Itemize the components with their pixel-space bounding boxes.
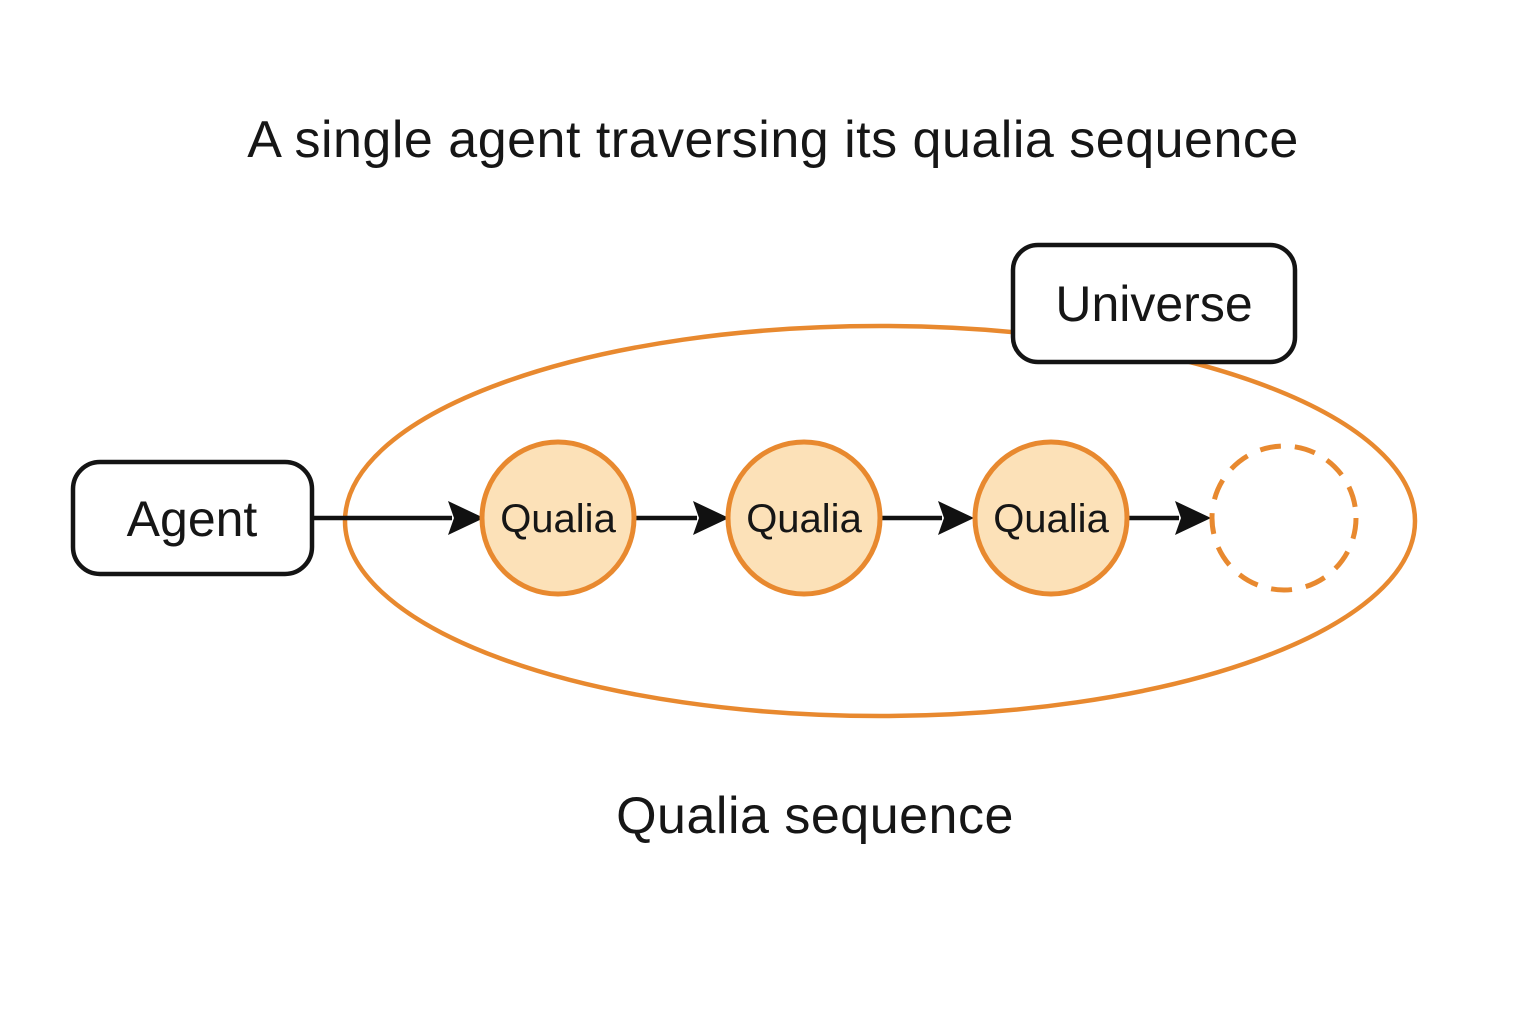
arrow-head-icon <box>693 501 729 535</box>
qualia-label-3: Qualia <box>993 497 1109 541</box>
qualia-node-3: Qualia <box>972 439 1130 597</box>
agent-box <box>70 459 315 577</box>
arrow-qualia-1-to-qualia-2 <box>634 501 729 535</box>
qualia-node-1: Qualia <box>479 439 637 597</box>
arrow-head-icon <box>938 501 974 535</box>
arrow-agent-to-qualia-1 <box>312 501 484 535</box>
qualia-label-1: Qualia <box>500 497 616 541</box>
arrow-head-icon <box>448 501 484 535</box>
qualia-circle-3 <box>972 439 1130 597</box>
future-qualia-placeholder-circle <box>1209 443 1359 593</box>
agent-node: Agent <box>70 459 315 577</box>
universe-box <box>1010 242 1298 365</box>
qualia-circle-2 <box>725 439 883 597</box>
qualia-node-2: Qualia <box>725 439 883 597</box>
qualia-label-2: Qualia <box>746 497 862 541</box>
universe-boundary-ellipse <box>342 323 1418 719</box>
arrow-head-icon <box>1175 501 1211 535</box>
universe-node: Universe <box>1010 242 1298 365</box>
diagram-title: A single agent traversing its qualia seq… <box>247 111 1299 169</box>
arrow-qualia-3-to-placeholder <box>1127 501 1211 535</box>
universe-label: Universe <box>1055 276 1252 332</box>
qualia-sequence-caption: Qualia sequence <box>616 787 1014 845</box>
agent-label: Agent <box>127 491 258 547</box>
arrow-qualia-2-to-qualia-3 <box>880 501 974 535</box>
qualia-circle-1 <box>479 439 637 597</box>
